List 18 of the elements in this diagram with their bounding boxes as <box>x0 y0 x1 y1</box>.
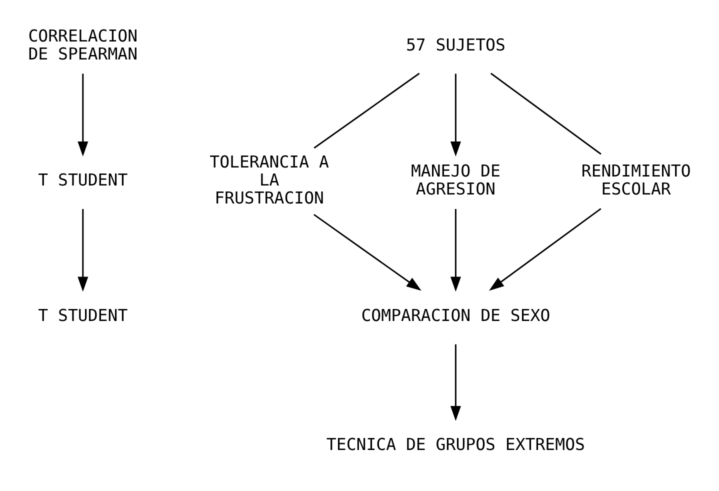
node-text: TECNICA DE GRUPOS EXTREMOS <box>326 434 585 454</box>
node-text: T STUDENT <box>38 170 128 190</box>
arrow <box>314 213 422 290</box>
node-text: TOLERANCIA A LA FRUSTRACION <box>210 152 329 208</box>
arrow <box>450 344 461 420</box>
node-text: T STUDENT <box>38 305 128 324</box>
arrow <box>450 73 461 156</box>
arrow <box>78 73 88 156</box>
node-text: COMPARACION DE SEXO <box>361 305 550 324</box>
node-text: MANEJO DE AGRESION <box>410 161 500 198</box>
connector <box>490 72 602 154</box>
node-text: RENDIMIENTO ESCOLAR <box>581 161 691 198</box>
arrow <box>450 208 461 292</box>
node-text: 57 SUJETOS <box>406 34 506 54</box>
arrow <box>488 208 602 290</box>
node-text: CORRELACION DE SPEARMAN <box>28 26 138 63</box>
connector <box>314 72 420 148</box>
arrow <box>78 208 88 292</box>
